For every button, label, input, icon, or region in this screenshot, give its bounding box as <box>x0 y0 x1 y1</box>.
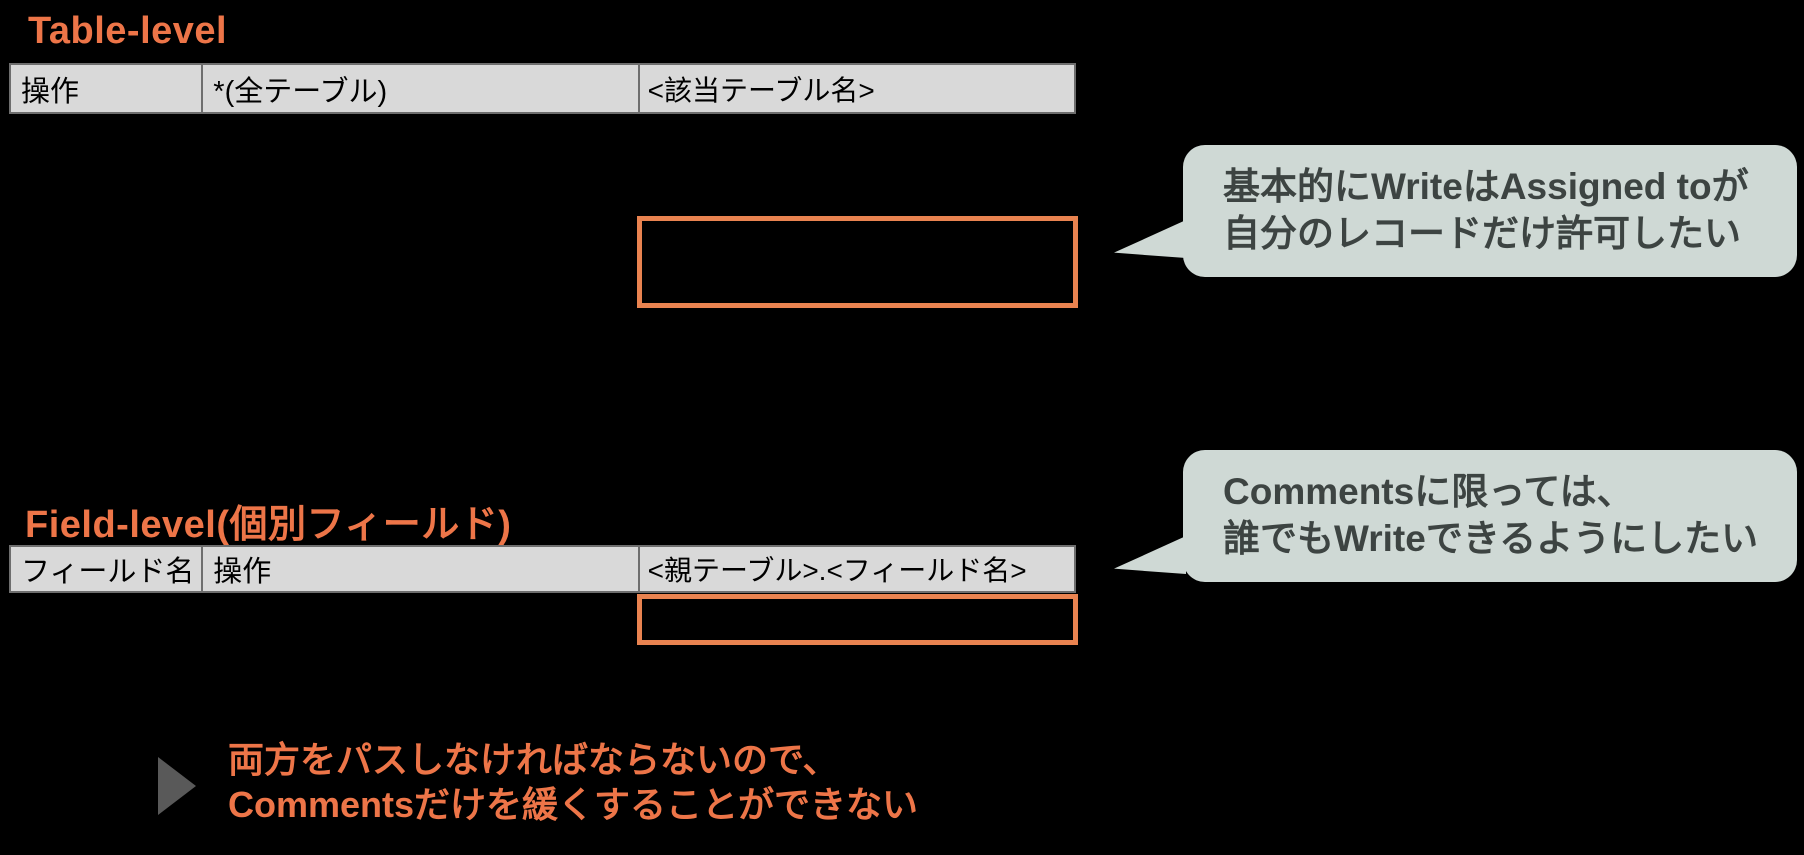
header-cell-parent-table-field-name: <親テーブル>.<フィールド名> <box>637 547 1074 591</box>
speech-bubble-tail <box>1114 220 1186 258</box>
header-cell-operation: 操作 <box>201 547 637 591</box>
speech-bubble-tail <box>1114 536 1186 574</box>
conclusion-line: 両方をパスしなければならないので、 <box>228 739 839 780</box>
header-cell-field-name: フィールド名 <box>21 556 195 588</box>
field-level-header-row: フィールド名 操作 <親テーブル>.<フィールド名> <box>9 545 1076 593</box>
header-cell-all-tables: *(全テーブル) <box>201 65 637 112</box>
bubble-line: 基本的にWriteはAssigned toが <box>1223 166 1749 207</box>
bubble-line: Commentsに限っては、 <box>1223 471 1634 512</box>
bubble-line: 自分のレコードだけ許可したい <box>1223 213 1741 254</box>
table-level-highlight-box <box>637 216 1078 308</box>
table-level-header-row: 操作 *(全テーブル) <該当テーブル名> <box>9 63 1076 114</box>
triangle-bullet-icon <box>158 757 196 815</box>
header-cell-operation: 操作 <box>21 75 80 108</box>
field-level-highlight-box <box>637 594 1078 645</box>
speech-bubble-comments: Commentsに限っては、 誰でもWriteできるようにしたい <box>1183 450 1797 582</box>
conclusion-text: 両方をパスしなければならないので、 Commentsだけを緩くすることができない <box>228 737 918 827</box>
header-cell-target-table-name: <該当テーブル名> <box>637 65 1074 112</box>
conclusion-line: Commentsだけを緩くすることができない <box>228 784 919 825</box>
bubble-line: 誰でもWriteできるようにしたい <box>1223 518 1759 559</box>
table-level-title: Table-level <box>28 10 228 52</box>
field-level-title: Field-level(個別フィールド) <box>25 504 512 546</box>
speech-bubble-assigned-to: 基本的にWriteはAssigned toが 自分のレコードだけ許可したい <box>1183 145 1797 277</box>
